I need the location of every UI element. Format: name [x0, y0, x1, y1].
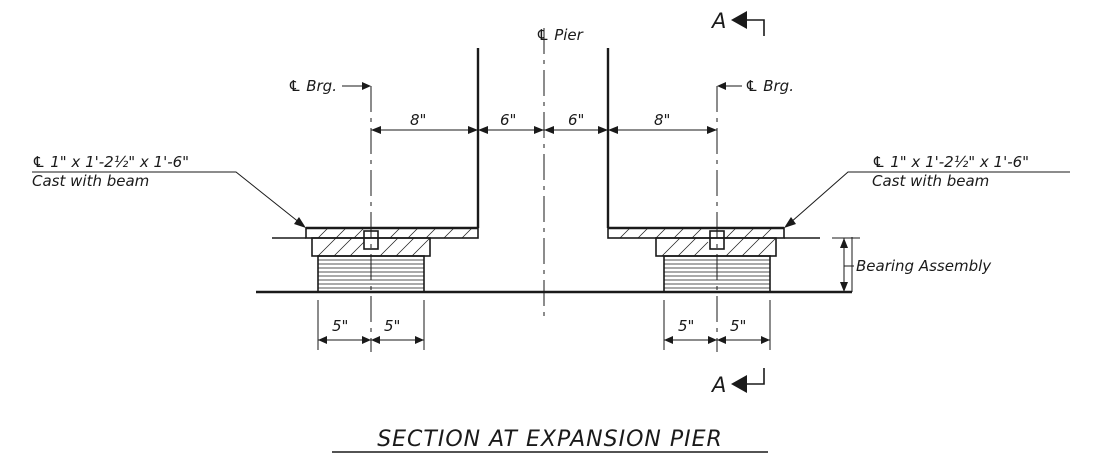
dim-left-6in: 6": [500, 111, 516, 129]
left-plate-leader: [32, 171, 301, 224]
bearing-assembly-dimension: [832, 237, 860, 292]
right-sole-plate: [607, 227, 785, 239]
dim-left-5in-a: 5": [332, 317, 348, 335]
right-plate-note-line2: Cast with beam: [872, 172, 989, 190]
section-marker-top: A: [710, 9, 765, 36]
dim-left-8in: 8": [410, 111, 426, 129]
dim-right-5in-b: 5": [730, 317, 746, 335]
left-bottom-dimension: [317, 300, 425, 350]
left-plate-note-line2: Cast with beam: [32, 172, 149, 190]
right-plate-leader: [789, 171, 1070, 224]
svg-text:A: A: [710, 9, 726, 33]
top-dimension-chain: [371, 120, 717, 140]
dim-right-8in: 8": [654, 111, 670, 129]
right-masonry-plate: [655, 237, 777, 257]
left-brg-label: ℄ Brg.: [288, 77, 337, 95]
right-plate-note-line1: ℄ 1" x 1'-2½" x 1'-6": [872, 153, 1029, 171]
right-brg-label: ℄ Brg.: [745, 77, 794, 95]
dim-left-5in-b: 5": [384, 317, 400, 335]
right-bottom-dimension: [663, 300, 771, 350]
left-plate-note-line1: ℄ 1" x 1'-2½" x 1'-6": [32, 153, 189, 171]
bearing-assembly-label: Bearing Assembly: [856, 257, 992, 275]
svg-text:A: A: [710, 373, 726, 397]
pier-cl-label: ℄ Pier: [536, 26, 584, 44]
dim-right-6in: 6": [568, 111, 584, 129]
dim-right-5in-a: 5": [678, 317, 694, 335]
section-marker-bottom: A: [710, 368, 765, 397]
left-sole-plate: [305, 227, 479, 239]
drawing-title: SECTION AT EXPANSION PIER: [377, 427, 723, 452]
